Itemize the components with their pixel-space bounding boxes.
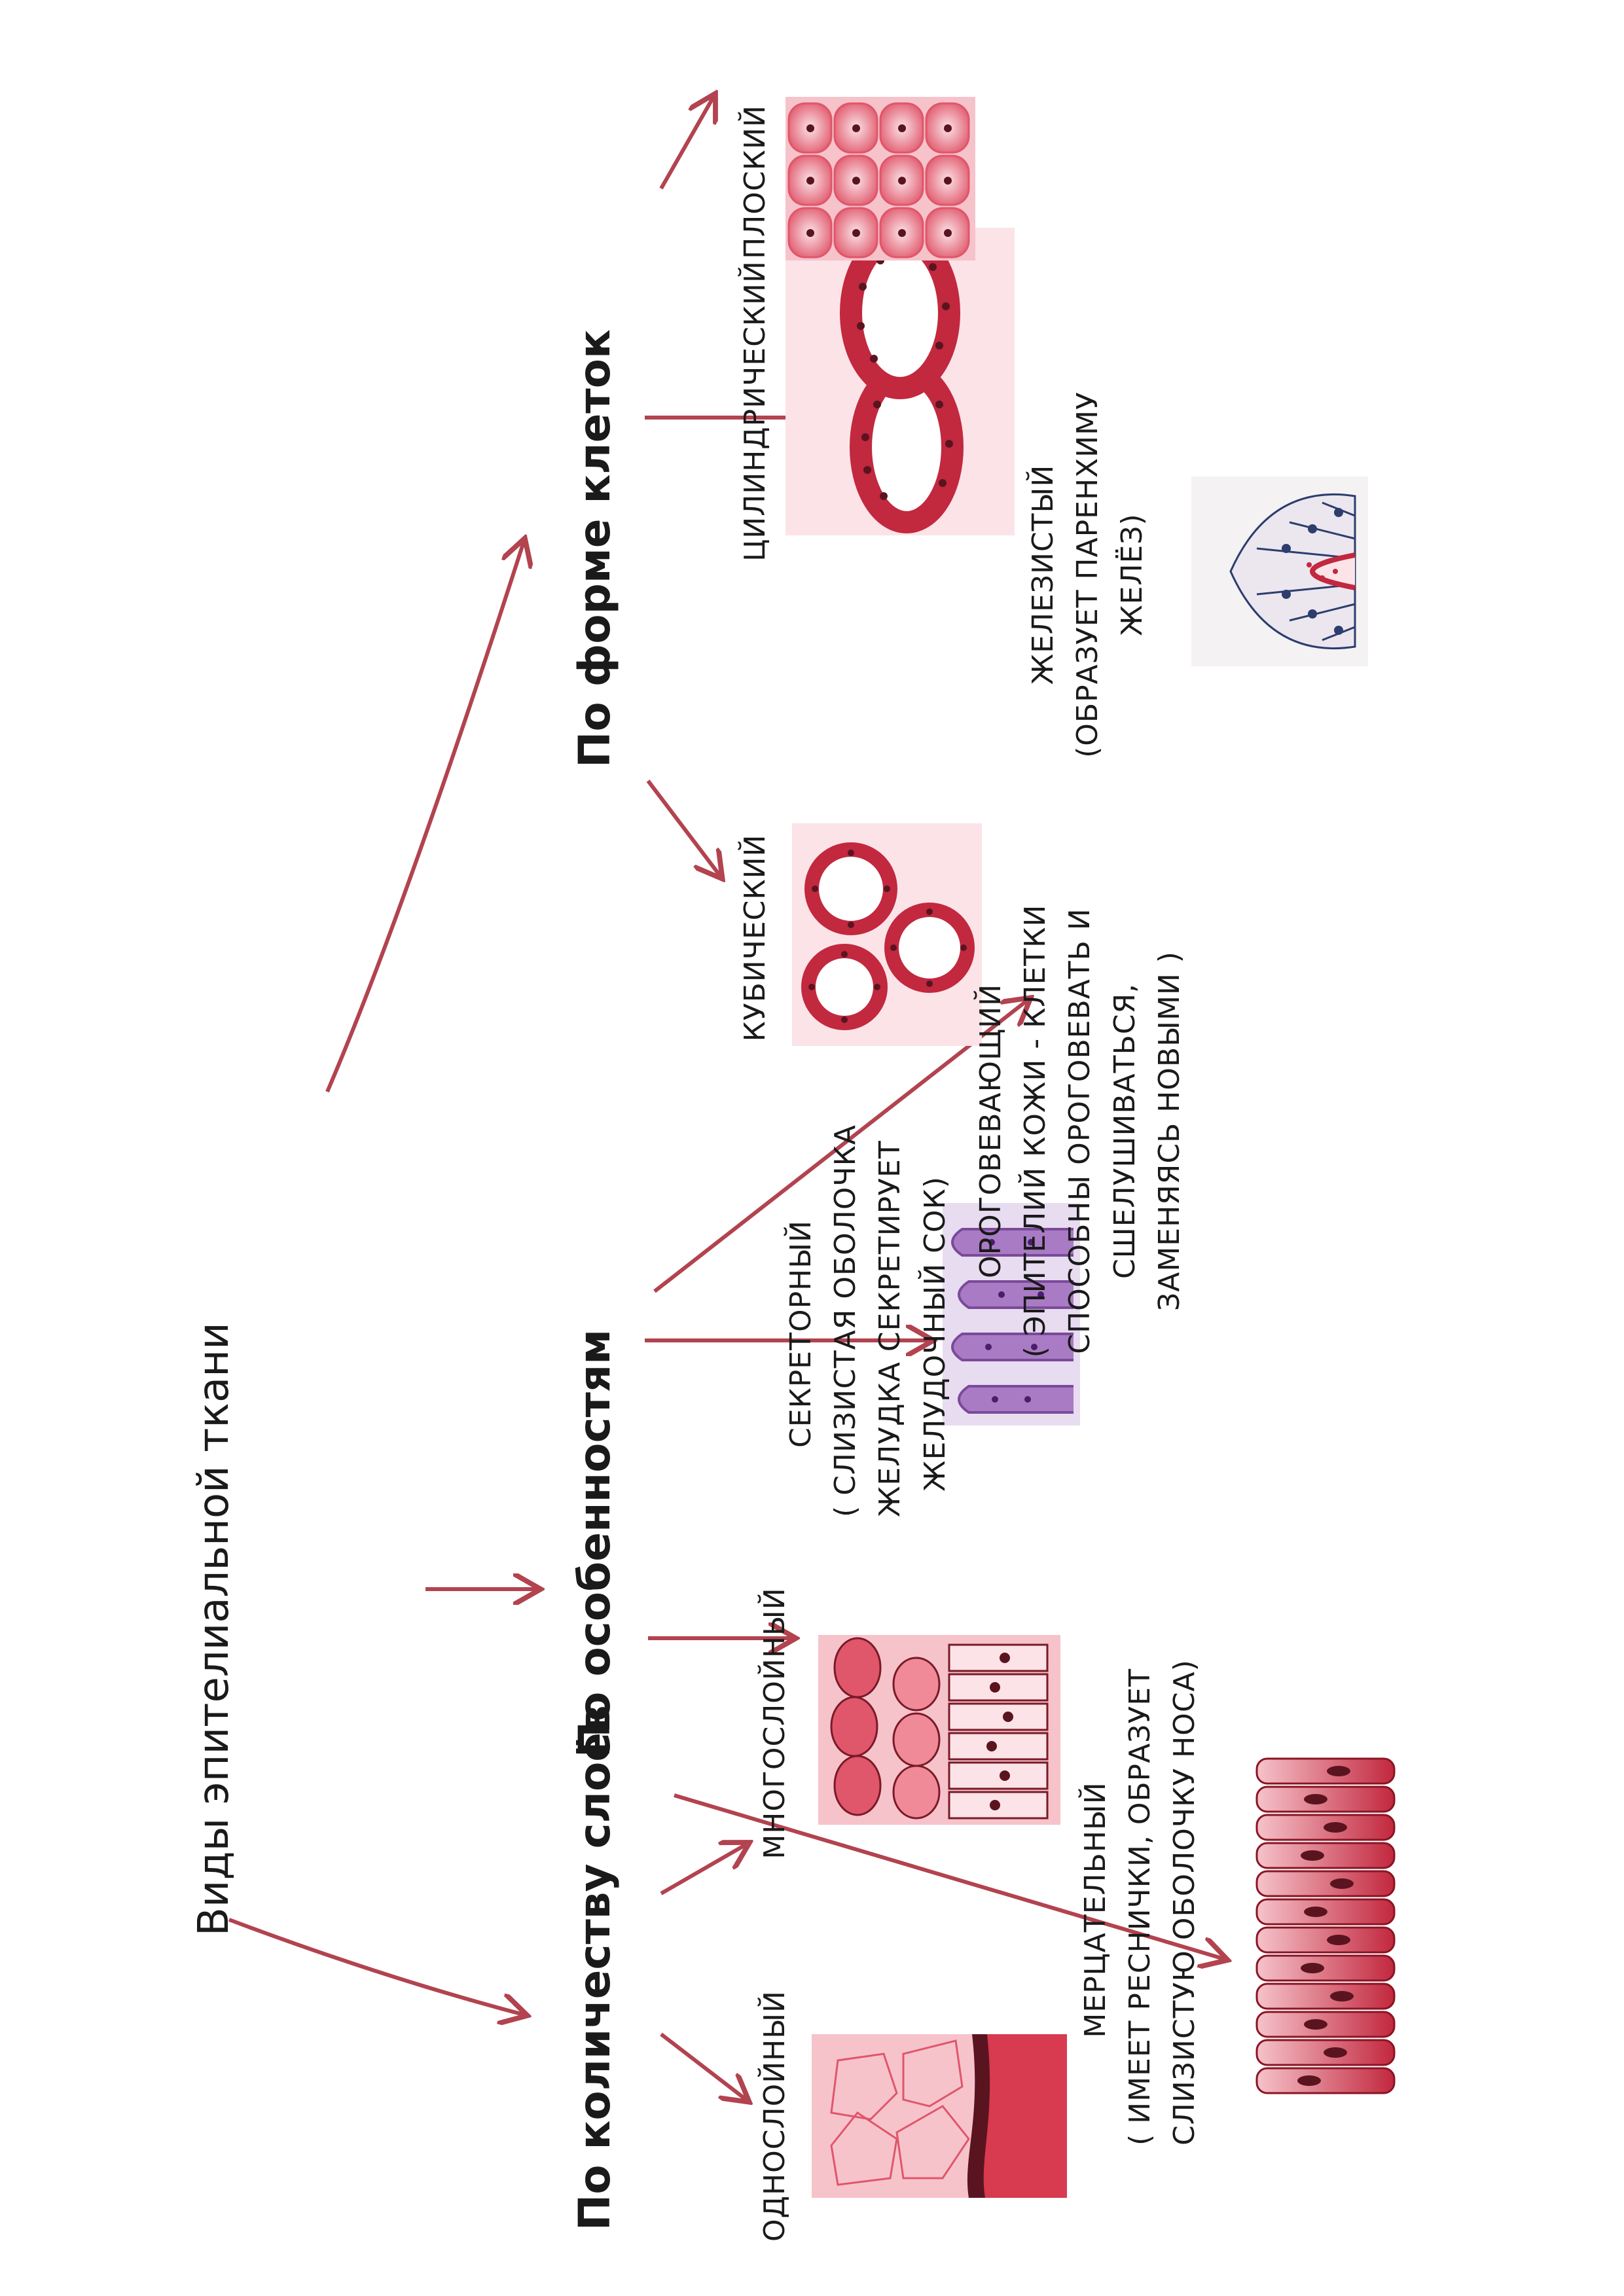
keratin-line-1: ОРОГОВЕВАЮЩИЙ (974, 984, 1007, 1278)
arrow-root-to-shape (325, 542, 524, 1093)
leaf-glandular: ЖЕЛЕЗИСТЫЙ (ОБРАЗУЕТ ПАРЕНХИМУ ЖЕЛЁЗ) (1021, 346, 1155, 804)
leaf-flat: ПЛОСКИЙ (738, 105, 772, 259)
arrow-features-to-glandular (653, 1000, 1028, 1293)
secretory-line-3: ЖЕЛУДКА СЕКРЕТИРУЕТ (873, 1140, 907, 1517)
secretory-line-2: ( СЛИЗИСТАЯ ОБОЛОЧКА (829, 1124, 863, 1517)
cuboidal-tubules-tissue-icon (792, 823, 982, 1046)
arrow-layers-to-multi (660, 1844, 746, 1895)
keratin-line-5: ЗАМЕНЯЯСЬ НОВЫМИ ) (1152, 951, 1186, 1311)
category-by-layers: По количеству слоёв (569, 1705, 620, 2231)
gastric-mucosa-tissue-icon (943, 1203, 1080, 1426)
arrow-group (228, 97, 1224, 2100)
keratin-line-3: СПОСОБНЫ ОРОГОВЕВАТЬ И (1063, 908, 1097, 1354)
ciliated-columnar-tissue-icon (1250, 1740, 1401, 2100)
leaf-multi-layer: МНОГОСЛОЙНЫЙ (758, 1587, 791, 1859)
gland-acinus-tissue-icon (1191, 476, 1368, 666)
glandular-line-2: (ОБРАЗУЕТ ПАРЕНХИМУ (1071, 391, 1105, 758)
leaf-secretory: СЕКРЕТОРНЫЙ ( СЛИЗИСТАЯ ОБОЛОЧКА ЖЕЛУДКА… (779, 1124, 958, 1517)
arrow-shape-to-cubic (646, 780, 720, 876)
leaf-keratinizing: ОРОГОВЕВАЮЩИЙ ( ЭПИТЕЛИЙ КОЖИ - КЛЕТКИ С… (969, 869, 1192, 1393)
secretory-line-1: СЕКРЕТОРНЫЙ (784, 1220, 818, 1448)
ciliated-line-1: МЕРЦАТЕЛЬНЫЙ (1079, 1782, 1112, 2038)
leaf-cubic: КУБИЧЕСКИЙ (738, 834, 772, 1042)
arrow-shape-to-flat (659, 97, 713, 190)
ciliated-line-2: ( ИМЕЕТ РЕСНИЧКИ, ОБРАЗУЕТ (1123, 1668, 1157, 2145)
squamous-cells-tissue-icon (785, 97, 975, 260)
arrow-layers-to-single (660, 2032, 746, 2100)
glandular-line-3: ЖЕЛЁЗ) (1115, 513, 1149, 636)
keratin-line-4: СШЕЛУШИВАТЬСЯ, (1108, 982, 1142, 1280)
columnar-tubules-tissue-icon (785, 226, 1015, 535)
root-title: Виды эпителиальной ткани (190, 1322, 238, 1936)
leaf-single-layer: ОДНОСЛОЙНЫЙ (758, 1990, 791, 2242)
category-by-shape: По форме клеток (569, 329, 620, 768)
glandular-line-1: ЖЕЛЕЗИСТЫЙ (1026, 464, 1060, 685)
leaf-ciliated: МЕРЦАТЕЛЬНЫЙ ( ИМЕЕТ РЕСНИЧКИ, ОБРАЗУЕТ … (1074, 1659, 1208, 2145)
category-by-features: По особенностям (569, 1329, 620, 1758)
secretory-line-4: ЖЕЛУДОЧНЫЙ СОК) (918, 1176, 952, 1492)
stratified-tissue-icon (818, 1635, 1060, 1825)
simple-squamous-tissue-icon (812, 2034, 1067, 2198)
keratin-line-2: ( ЭПИТЕЛИЙ КОЖИ - КЛЕТКИ (1019, 904, 1053, 1358)
arrow-features-to-ciliated (674, 1793, 1224, 1959)
ciliated-line-3: СЛИЗИСТУЮ ОБОЛОЧКУ НОСА) (1168, 1659, 1202, 2145)
arrow-root-to-layers (228, 1918, 524, 2015)
